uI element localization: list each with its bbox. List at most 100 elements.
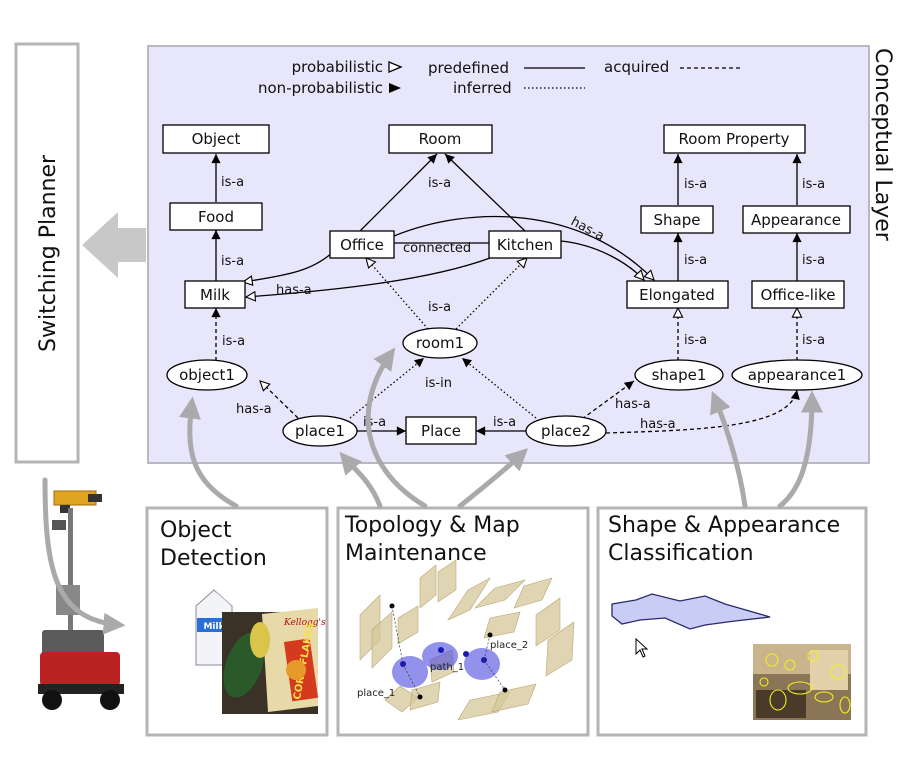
edges [211,153,800,436]
node-shape1-label: shape1 [652,366,707,384]
arrow-topo-place2 [457,448,528,509]
node-shape [640,205,714,234]
arrow-topo-room1 [365,347,428,509]
label-hasa-place1-object1: has-a [236,402,272,417]
node-elongated-label: Elongated [639,286,715,304]
node-milk [184,280,246,309]
map-label-place-1: place_1 [357,688,395,699]
map-label-path-1: path_1 [430,662,464,673]
label-isa-object1-milk: is-a [222,334,245,349]
node-room-label: Room [419,130,462,148]
concept-nodes: Object Room Room Property Food Shape App… [162,124,851,445]
legend-inferred-label: inferred [453,79,512,97]
node-appearance-label: Appearance [751,211,841,229]
node-room-property [663,124,806,154]
legend-predefined-label: predefined [428,59,509,77]
node-object1-label: object1 [179,366,235,384]
label-isa-shape-roomprop: is-a [684,177,707,192]
arrow-objdet-object1 [179,396,239,509]
conceptual-layer-title: Conceptual Layer [870,48,895,242]
node-place [405,416,477,445]
edge-room1-kitchen [455,258,527,330]
legend-solid-arrow-icon [389,83,401,93]
label-isa-officelike-appearance: is-a [802,253,825,268]
arrow-topo-place1 [339,451,383,509]
label-isa-elongated-shape: is-a [684,253,707,268]
node-object [162,124,270,154]
node-appearance1-label: appearance1 [748,366,847,384]
legend: probabilistic non-probabilistic predefin… [258,58,742,97]
switching-planner-box [14,42,80,464]
label-isa-place2-place: is-a [493,415,516,430]
arrow-robot-objdet [42,477,126,635]
node-room-property-label: Room Property [679,130,790,148]
legend-acquired-label: acquired [604,58,669,76]
arrow-shape-appearance1 [777,390,823,509]
node-office [329,230,395,259]
node-appearance1 [731,359,863,391]
node-place2-label: place2 [541,422,591,440]
label-isin: is-in [425,376,452,391]
label-isa-shape1-elongated: is-a [684,333,707,348]
node-milk-label: Milk [200,286,230,304]
label-hasa-place2-shape1: has-a [615,397,651,412]
node-object1 [166,359,248,391]
topology-map-image: place_1 path_1 place_2 [357,559,575,721]
module-topology-title-1: Topology & Map [344,513,520,538]
label-hasa-kitchen-milk: has-a [276,283,312,298]
node-food-label: Food [198,208,234,226]
legend-hollow-arrow-icon [388,61,403,73]
cereal-brand-label: Kellogg's [283,618,326,628]
arrow-shape-shape1 [710,390,748,509]
edge-place2-shape1 [581,380,635,420]
edge-place2-appearance1 [605,389,800,434]
label-connected: connected [403,241,471,256]
instance-nodes: room1 object1 shape1 appearance1 place1 … [166,327,863,447]
switching-planner-title: Switching Planner [36,154,61,352]
mouse-cursor-icon [635,637,649,658]
node-room1-label: room1 [416,334,464,352]
node-shape1 [634,359,724,391]
cereal-box-image: Kellogg's CORN FLAKES [222,608,326,714]
label-hasa-place2-appearance1: has-a [640,417,676,432]
robot-image [38,490,124,710]
milk-carton-label: Milk [203,622,225,632]
node-place-label: Place [421,422,461,440]
node-place1 [282,415,358,447]
edge-office-elongated-hasa [393,215,654,280]
node-kitchen-label: Kitchen [497,236,553,254]
node-room [388,124,493,154]
node-office-like-label: Office-like [761,286,836,304]
node-place2 [525,415,607,447]
label-isa-appearance1-officelike: is-a [802,333,825,348]
legend-non-probabilistic-label: non-probabilistic [258,79,383,97]
edge-kitchen-elongated-hasa [560,240,644,280]
process-arrows [42,347,823,635]
node-kitchen [488,230,562,259]
node-food [169,202,263,231]
label-isa-room: is-a [428,176,451,191]
edge-office-milk-hasa [243,249,336,282]
node-appearance [742,205,851,234]
room-shape-outline [611,593,771,630]
node-room1 [402,327,478,359]
edge-kitchen-room [444,153,526,232]
module-shape-appearance-title-2: Classification [608,541,754,566]
planner-arrow-icon [82,212,146,278]
node-elongated [626,280,729,309]
module-object-detection-title-2: Detection [160,546,267,571]
node-shape-label: Shape [654,211,701,229]
edge-kitchen-milk-hasa [246,257,491,297]
label-isa-appearance-roomprop: is-a [802,177,825,192]
label-isa-room1: is-a [428,300,451,315]
edge-place1-object1 [260,381,299,419]
module-topology-title-2: Maintenance [345,541,487,566]
edge-office-room [359,153,438,232]
node-office-like [751,280,845,309]
node-object-label: Object [192,130,241,148]
map-label-place-2: place_2 [490,640,528,651]
module-object-detection-title-1: Object [160,518,232,543]
legend-probabilistic-label: probabilistic [292,58,383,76]
module-shape-appearance-title-1: Shape & Appearance [608,513,840,538]
